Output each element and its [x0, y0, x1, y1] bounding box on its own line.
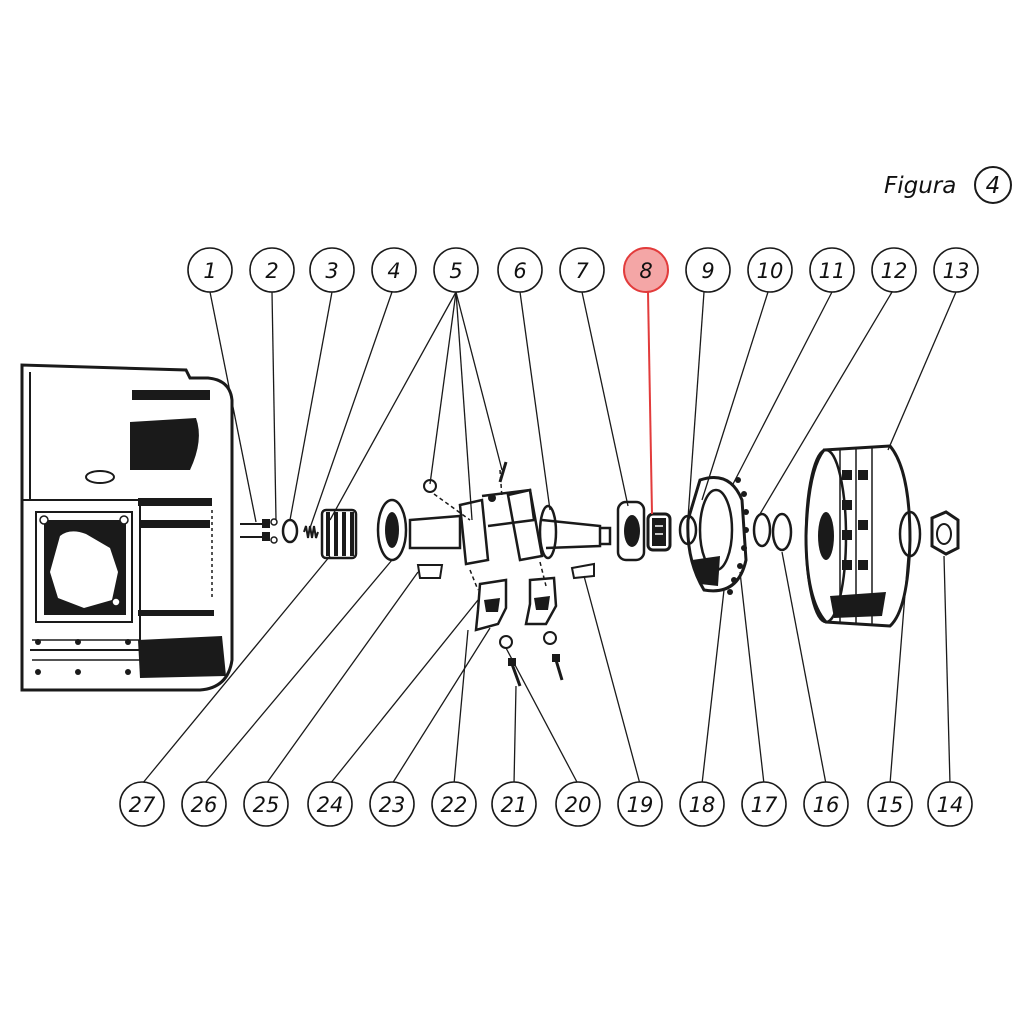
rod-caps — [474, 576, 564, 687]
washer — [281, 518, 299, 544]
figure-number: 4 — [986, 173, 1001, 199]
flange-assembly — [678, 476, 749, 595]
callout-label: 7 — [575, 259, 589, 283]
callout-label: 10 — [757, 259, 784, 283]
callout-19: 19 — [617, 781, 663, 827]
callout-label: 6 — [513, 259, 526, 283]
callout-label: 5 — [449, 259, 462, 283]
bearing-left — [376, 498, 408, 562]
callout-label: 22 — [441, 793, 468, 817]
callout-17: 17 — [741, 781, 787, 827]
callout-label: 25 — [253, 793, 280, 817]
figure-label: Figura 4 — [884, 166, 1012, 204]
callout-label: 3 — [325, 259, 338, 283]
callout-13: 13 — [933, 247, 979, 293]
callout-label: 13 — [943, 259, 970, 283]
callout-11: 11 — [809, 247, 855, 293]
hex-nut — [930, 510, 960, 556]
callout-label: 4 — [387, 259, 400, 283]
callout-27: 27 — [119, 781, 165, 827]
spring — [303, 525, 319, 539]
callout-22: 22 — [431, 781, 477, 827]
bolts-left — [240, 518, 278, 544]
callout-label: 21 — [501, 793, 528, 817]
callout-6: 6 — [497, 247, 543, 293]
callout-label: 26 — [191, 793, 218, 817]
parts-drawing — [20, 363, 960, 692]
callout-label: 15 — [877, 793, 904, 817]
callouts-bottom: 27 26 25 24 23 22 21 20 — [119, 781, 973, 827]
figure-number-circle — [974, 166, 1012, 204]
callout-15: 15 — [867, 781, 913, 827]
callout-23: 23 — [369, 781, 415, 827]
callout-2: 2 — [249, 247, 295, 293]
callout-21: 21 — [491, 781, 537, 827]
flywheel-drum — [804, 444, 912, 628]
callouts-top: 1 2 3 4 5 6 7 8 — [187, 247, 979, 293]
callout-4: 4 — [371, 247, 417, 293]
engine-housing — [20, 363, 234, 692]
callout-label: 8 — [639, 259, 652, 283]
callout-16: 16 — [803, 781, 849, 827]
callout-9: 9 — [685, 247, 731, 293]
callout-label: 23 — [379, 793, 406, 817]
spacer-washers — [752, 512, 793, 552]
callout-label: 11 — [819, 259, 846, 283]
callout-label: 16 — [813, 793, 840, 817]
callout-10: 10 — [747, 247, 793, 293]
leader-lines — [141, 291, 957, 785]
gear — [320, 508, 358, 560]
outer-washer — [898, 510, 922, 558]
callout-24: 24 — [307, 781, 353, 827]
callout-label: 27 — [129, 793, 156, 817]
callout-18: 18 — [679, 781, 725, 827]
callout-label: 12 — [881, 259, 908, 283]
callout-label: 14 — [937, 793, 964, 817]
callout-25: 25 — [243, 781, 289, 827]
callout-12: 12 — [871, 247, 917, 293]
callout-label: 9 — [701, 259, 714, 283]
callout-label: 18 — [689, 793, 716, 817]
callout-label: 17 — [751, 793, 778, 817]
callout-label: 20 — [565, 793, 592, 817]
callout-8-highlighted: 8 — [623, 247, 669, 293]
callout-label: 1 — [203, 259, 216, 283]
callout-1: 1 — [187, 247, 233, 293]
callout-5: 5 — [433, 247, 479, 293]
callout-label: 19 — [627, 793, 654, 817]
callout-label: 24 — [317, 793, 344, 817]
callout-14: 14 — [927, 781, 973, 827]
callout-7: 7 — [559, 247, 605, 293]
crankshaft — [408, 461, 612, 591]
part-8-bushing — [646, 512, 672, 552]
highlight-leader-line — [647, 291, 653, 515]
figure-label-text: Figura — [884, 173, 956, 199]
callout-label: 2 — [265, 259, 278, 283]
callout-3: 3 — [309, 247, 355, 293]
callout-26: 26 — [181, 781, 227, 827]
bearing-right — [616, 500, 646, 562]
callout-20: 20 — [555, 781, 601, 827]
